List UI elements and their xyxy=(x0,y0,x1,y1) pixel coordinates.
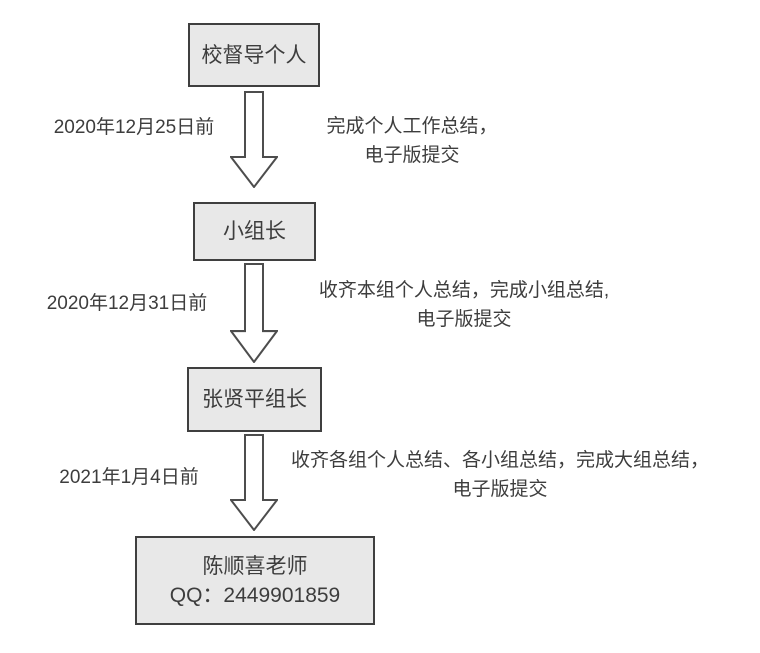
action-label-1-line2: 电子版提交 xyxy=(364,145,460,166)
action-label-2: 收齐本组个人总结，完成小组总结, 电子版提交 xyxy=(264,276,664,334)
deadline-label-2: 2020年12月31日前 xyxy=(46,293,208,314)
action-label-3: 收齐各组个人总结、各小组总结，完成大组总结， 电子版提交 xyxy=(260,446,740,504)
action-label-2-line2: 电子版提交 xyxy=(416,309,512,330)
deadline-label-3: 2021年1月4日前 xyxy=(59,467,199,488)
down-arrow-icon xyxy=(230,434,278,531)
node-supervisor-label: 校督导个人 xyxy=(201,43,307,67)
down-arrow-icon xyxy=(230,91,278,188)
action-label-1: 完成个人工作总结， 电子版提交 xyxy=(252,112,572,170)
node-supervisor: 校督导个人 xyxy=(188,23,320,87)
down-arrow-icon xyxy=(230,263,278,363)
action-label-2-line1: 收齐本组个人总结，完成小组总结, xyxy=(318,280,610,301)
node-group-leader: 小组长 xyxy=(193,202,316,261)
action-label-1-line1: 完成个人工作总结， xyxy=(326,116,498,137)
node-teacher-name: 陈顺喜老师 xyxy=(202,554,308,578)
deadline-label-1: 2020年12月25日前 xyxy=(53,117,215,138)
node-teacher: 陈顺喜老师 QQ：2449901859 xyxy=(135,536,375,625)
node-zhang-leader-label: 张贤平组长 xyxy=(202,388,307,411)
node-teacher-qq: QQ：2449901859 xyxy=(169,583,341,607)
node-zhang-leader: 张贤平组长 xyxy=(187,367,322,432)
action-label-3-line1: 收齐各组个人总结、各小组总结，完成大组总结， xyxy=(290,450,709,471)
node-group-leader-label: 小组长 xyxy=(223,220,286,243)
action-label-3-line2: 电子版提交 xyxy=(452,479,548,500)
